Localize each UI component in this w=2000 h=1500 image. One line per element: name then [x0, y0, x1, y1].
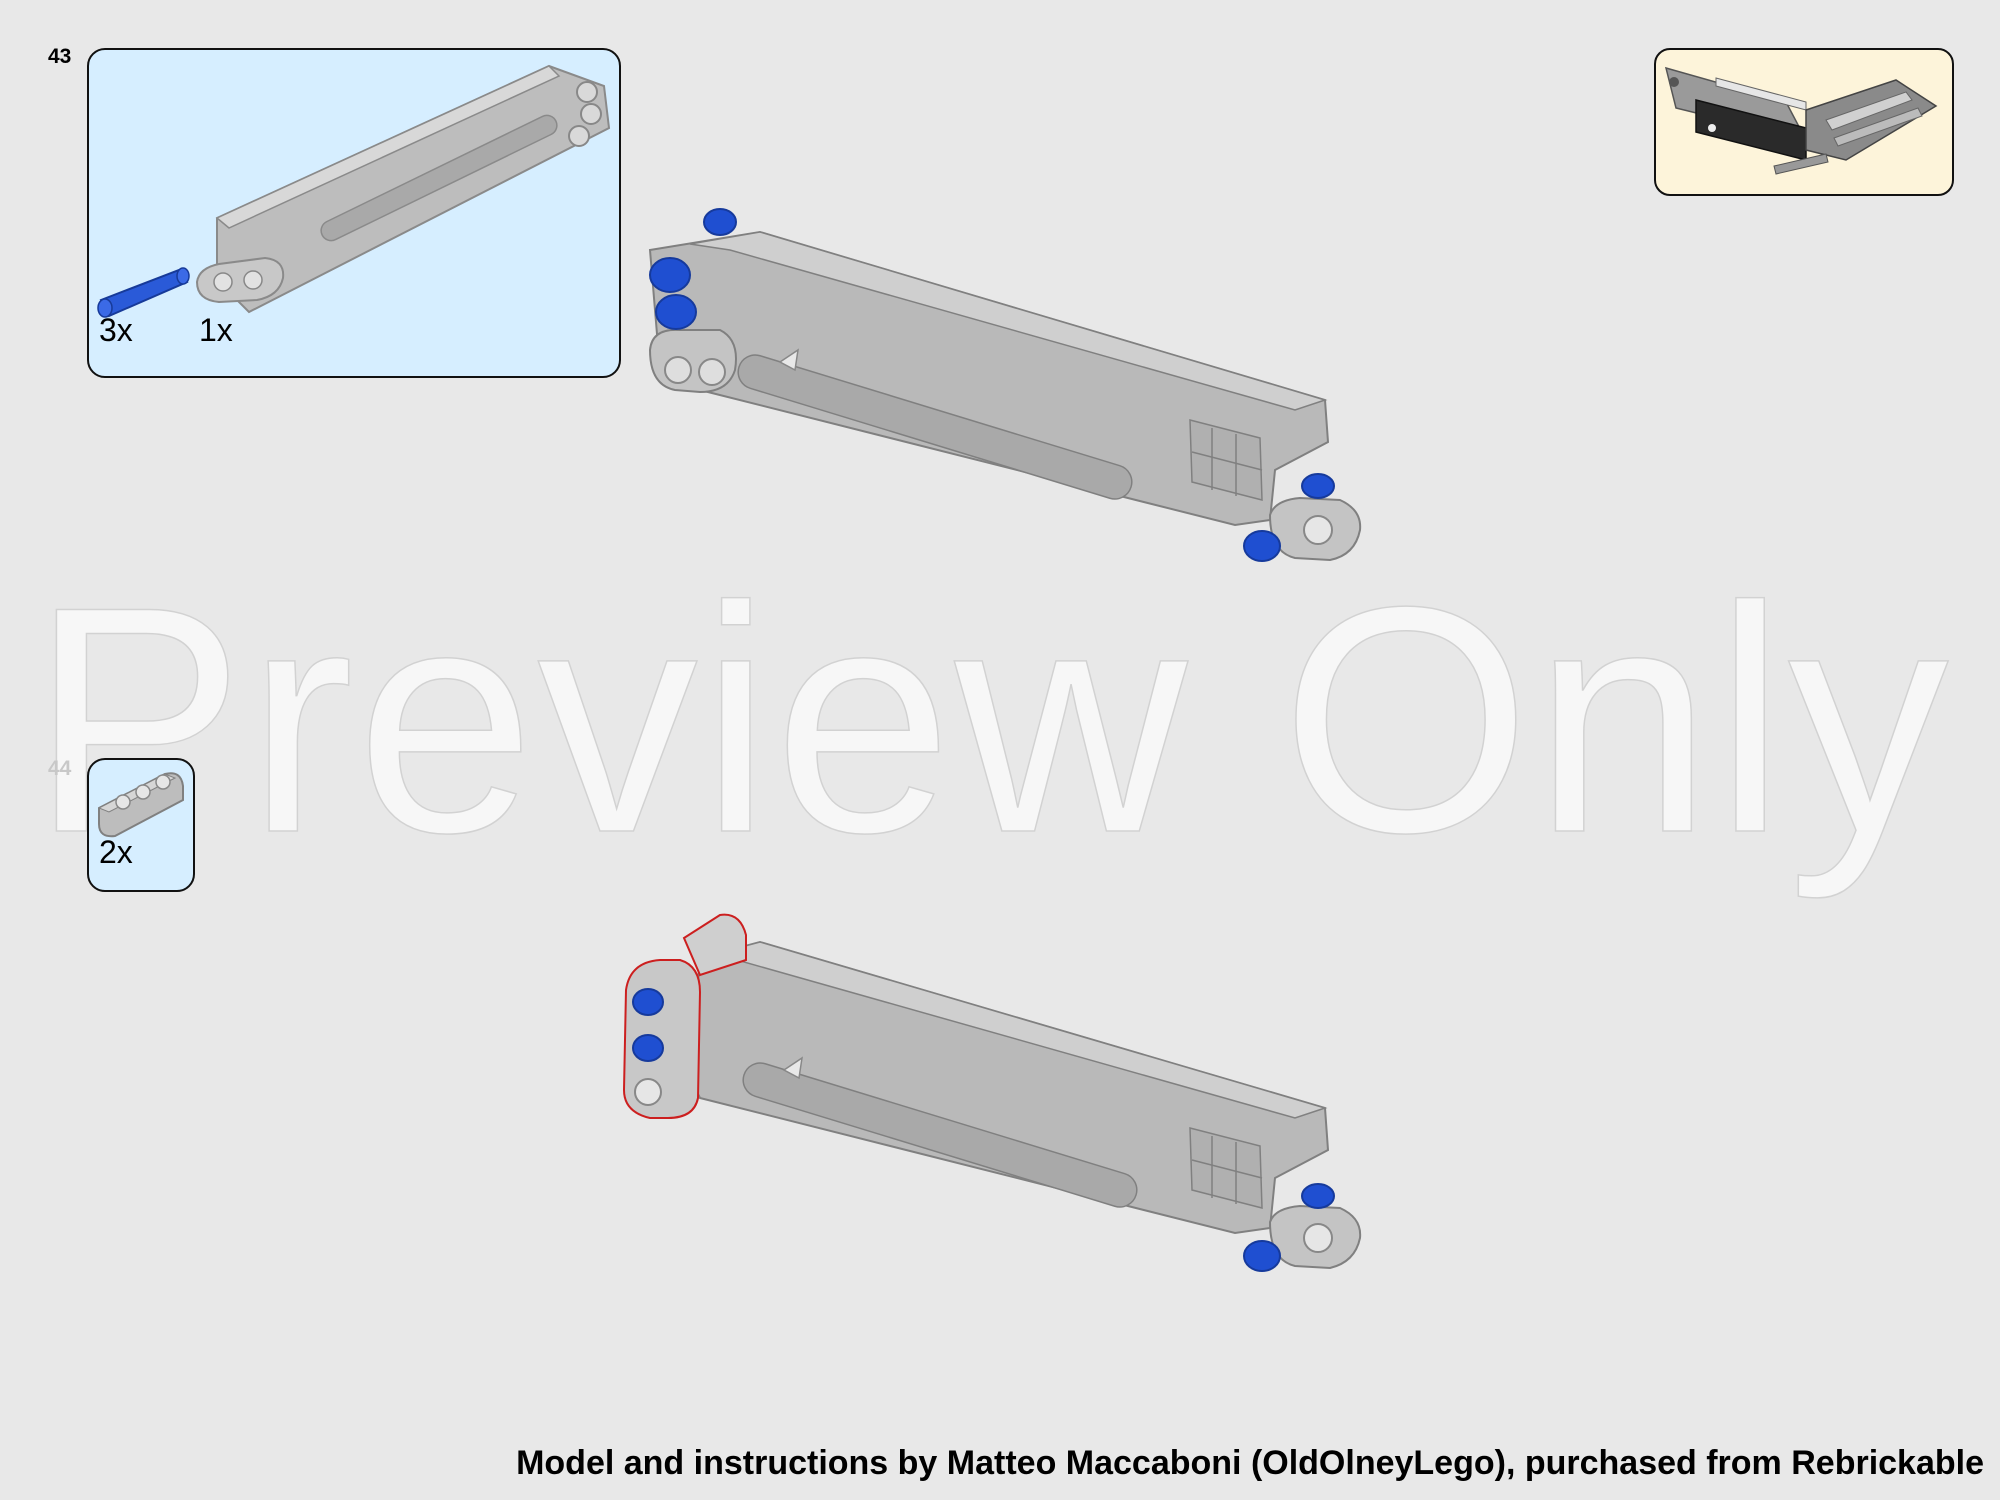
gray-arm-icon [195, 64, 611, 314]
submodel-preview-box [1654, 48, 1954, 196]
blue-pins-step-43 [649, 208, 1335, 562]
quantity-label-arm: 1x [199, 312, 233, 348]
submodel-preview-icon [1664, 66, 1938, 175]
parts-callout-step-43: 3x 1x [87, 48, 621, 378]
blue-pins-step-44 [632, 988, 1335, 1272]
step-43-assembly [648, 230, 1362, 562]
gray-beam-3-icon [97, 772, 184, 838]
quantity-label-pin: 3x [99, 312, 133, 348]
blue-pin-icon [97, 267, 190, 318]
step-number-43: 43 [48, 45, 72, 68]
parts-callout-step-44: 2x [87, 758, 195, 892]
footer-credit: Model and instructions by Matteo Maccabo… [516, 1444, 1984, 1482]
quantity-label-beam: 2x [99, 834, 133, 870]
preview-only-watermark: Preview Only [29, 541, 1951, 900]
step-44-assembly [688, 940, 1362, 1270]
step-number-44: 44 [48, 757, 72, 780]
